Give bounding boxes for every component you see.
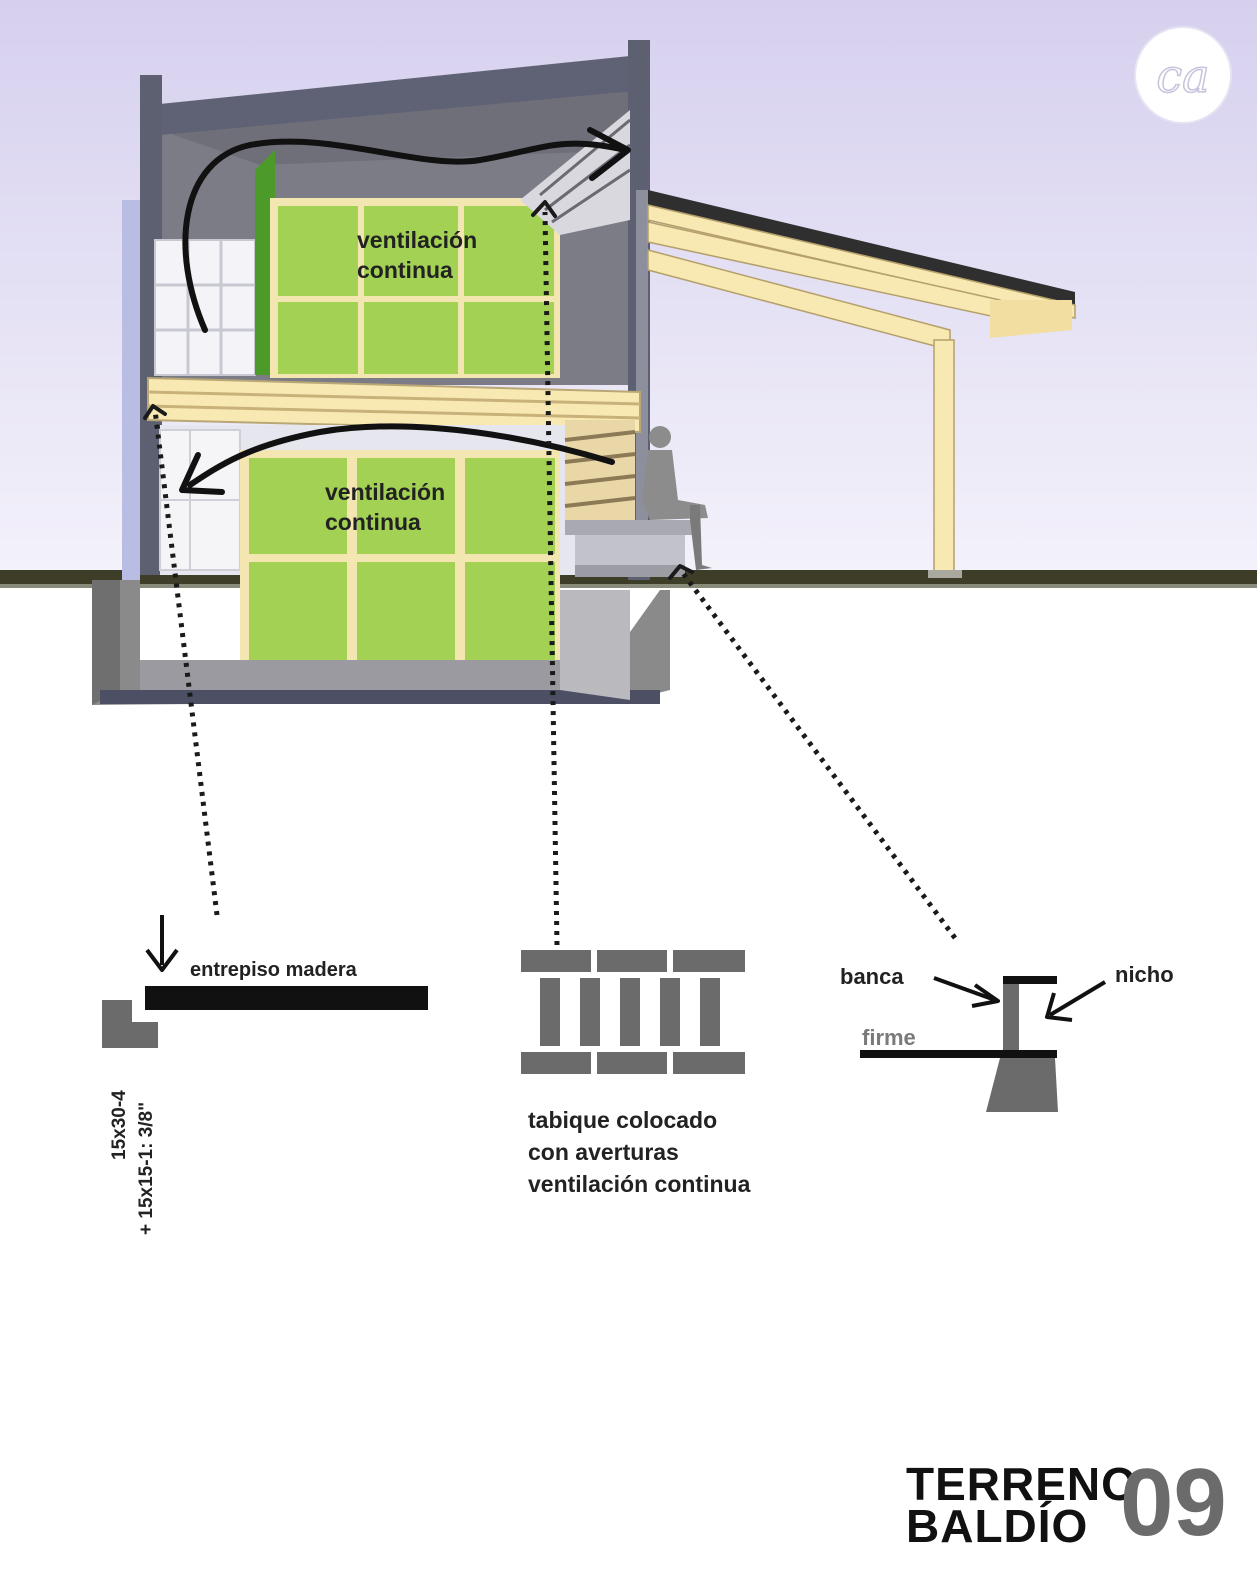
leader-lines — [152, 211, 958, 946]
lower-airflow-arrowhead — [179, 452, 225, 495]
lower-window — [159, 429, 241, 571]
exterior-bench — [565, 520, 700, 577]
wall-detail — [521, 950, 745, 1074]
upper-green-panel — [255, 150, 560, 378]
floor-slab-bar — [860, 1050, 1057, 1058]
niche-label: nicho — [1115, 962, 1174, 987]
logo-mark: ca — [1156, 49, 1209, 103]
roof-slab — [150, 55, 645, 135]
floor-board-bar — [145, 986, 428, 1010]
bench-detail: banca nicho firme — [840, 962, 1174, 1112]
upper-airflow-arrowhead — [587, 127, 631, 181]
wall-leader-line — [542, 211, 560, 946]
title-line-2: BALDÍO — [906, 1500, 1089, 1552]
timber-floor — [147, 376, 641, 434]
wall-detail-caption: tabique colocado con averturas ventilaci… — [528, 1107, 751, 1197]
title-line-1: TERRENO — [906, 1458, 1138, 1510]
seated-person-figure — [642, 426, 712, 570]
left-wall — [140, 75, 162, 575]
bench-footing — [986, 1058, 1058, 1112]
upper-airflow-arrow — [182, 138, 628, 333]
bench-leader-line — [679, 570, 958, 940]
timber-pergola — [647, 190, 1076, 578]
upper-ventilation-label: ventilación continua — [357, 227, 484, 283]
beam-profile — [102, 1000, 158, 1048]
upper-window — [154, 239, 256, 376]
foundation — [92, 580, 670, 705]
floor-dimension-line-2: + 15x15-1: 3/8" — [136, 1102, 157, 1235]
slab-label: firme — [862, 1025, 916, 1050]
bench-label: banca — [840, 964, 904, 989]
lower-green-panel — [240, 450, 560, 670]
lower-ventilation-label: ventilación continua — [325, 479, 452, 535]
floor-detail-label: entrepiso madera — [190, 959, 358, 981]
lower-vent-slats — [564, 420, 636, 530]
house-section — [92, 40, 1076, 705]
floor-detail: entrepiso madera 15x30-4 + 15x15-1: 3/8" — [102, 915, 428, 1235]
leader-arrowheads — [143, 200, 694, 580]
title-number: 09 — [1120, 1449, 1227, 1556]
floor-leader-line — [152, 409, 220, 916]
bench-top-bar — [1003, 976, 1057, 984]
logo-badge: ca — [1134, 26, 1232, 124]
floor-dimension-line-1: 15x30-4 — [109, 1090, 130, 1160]
